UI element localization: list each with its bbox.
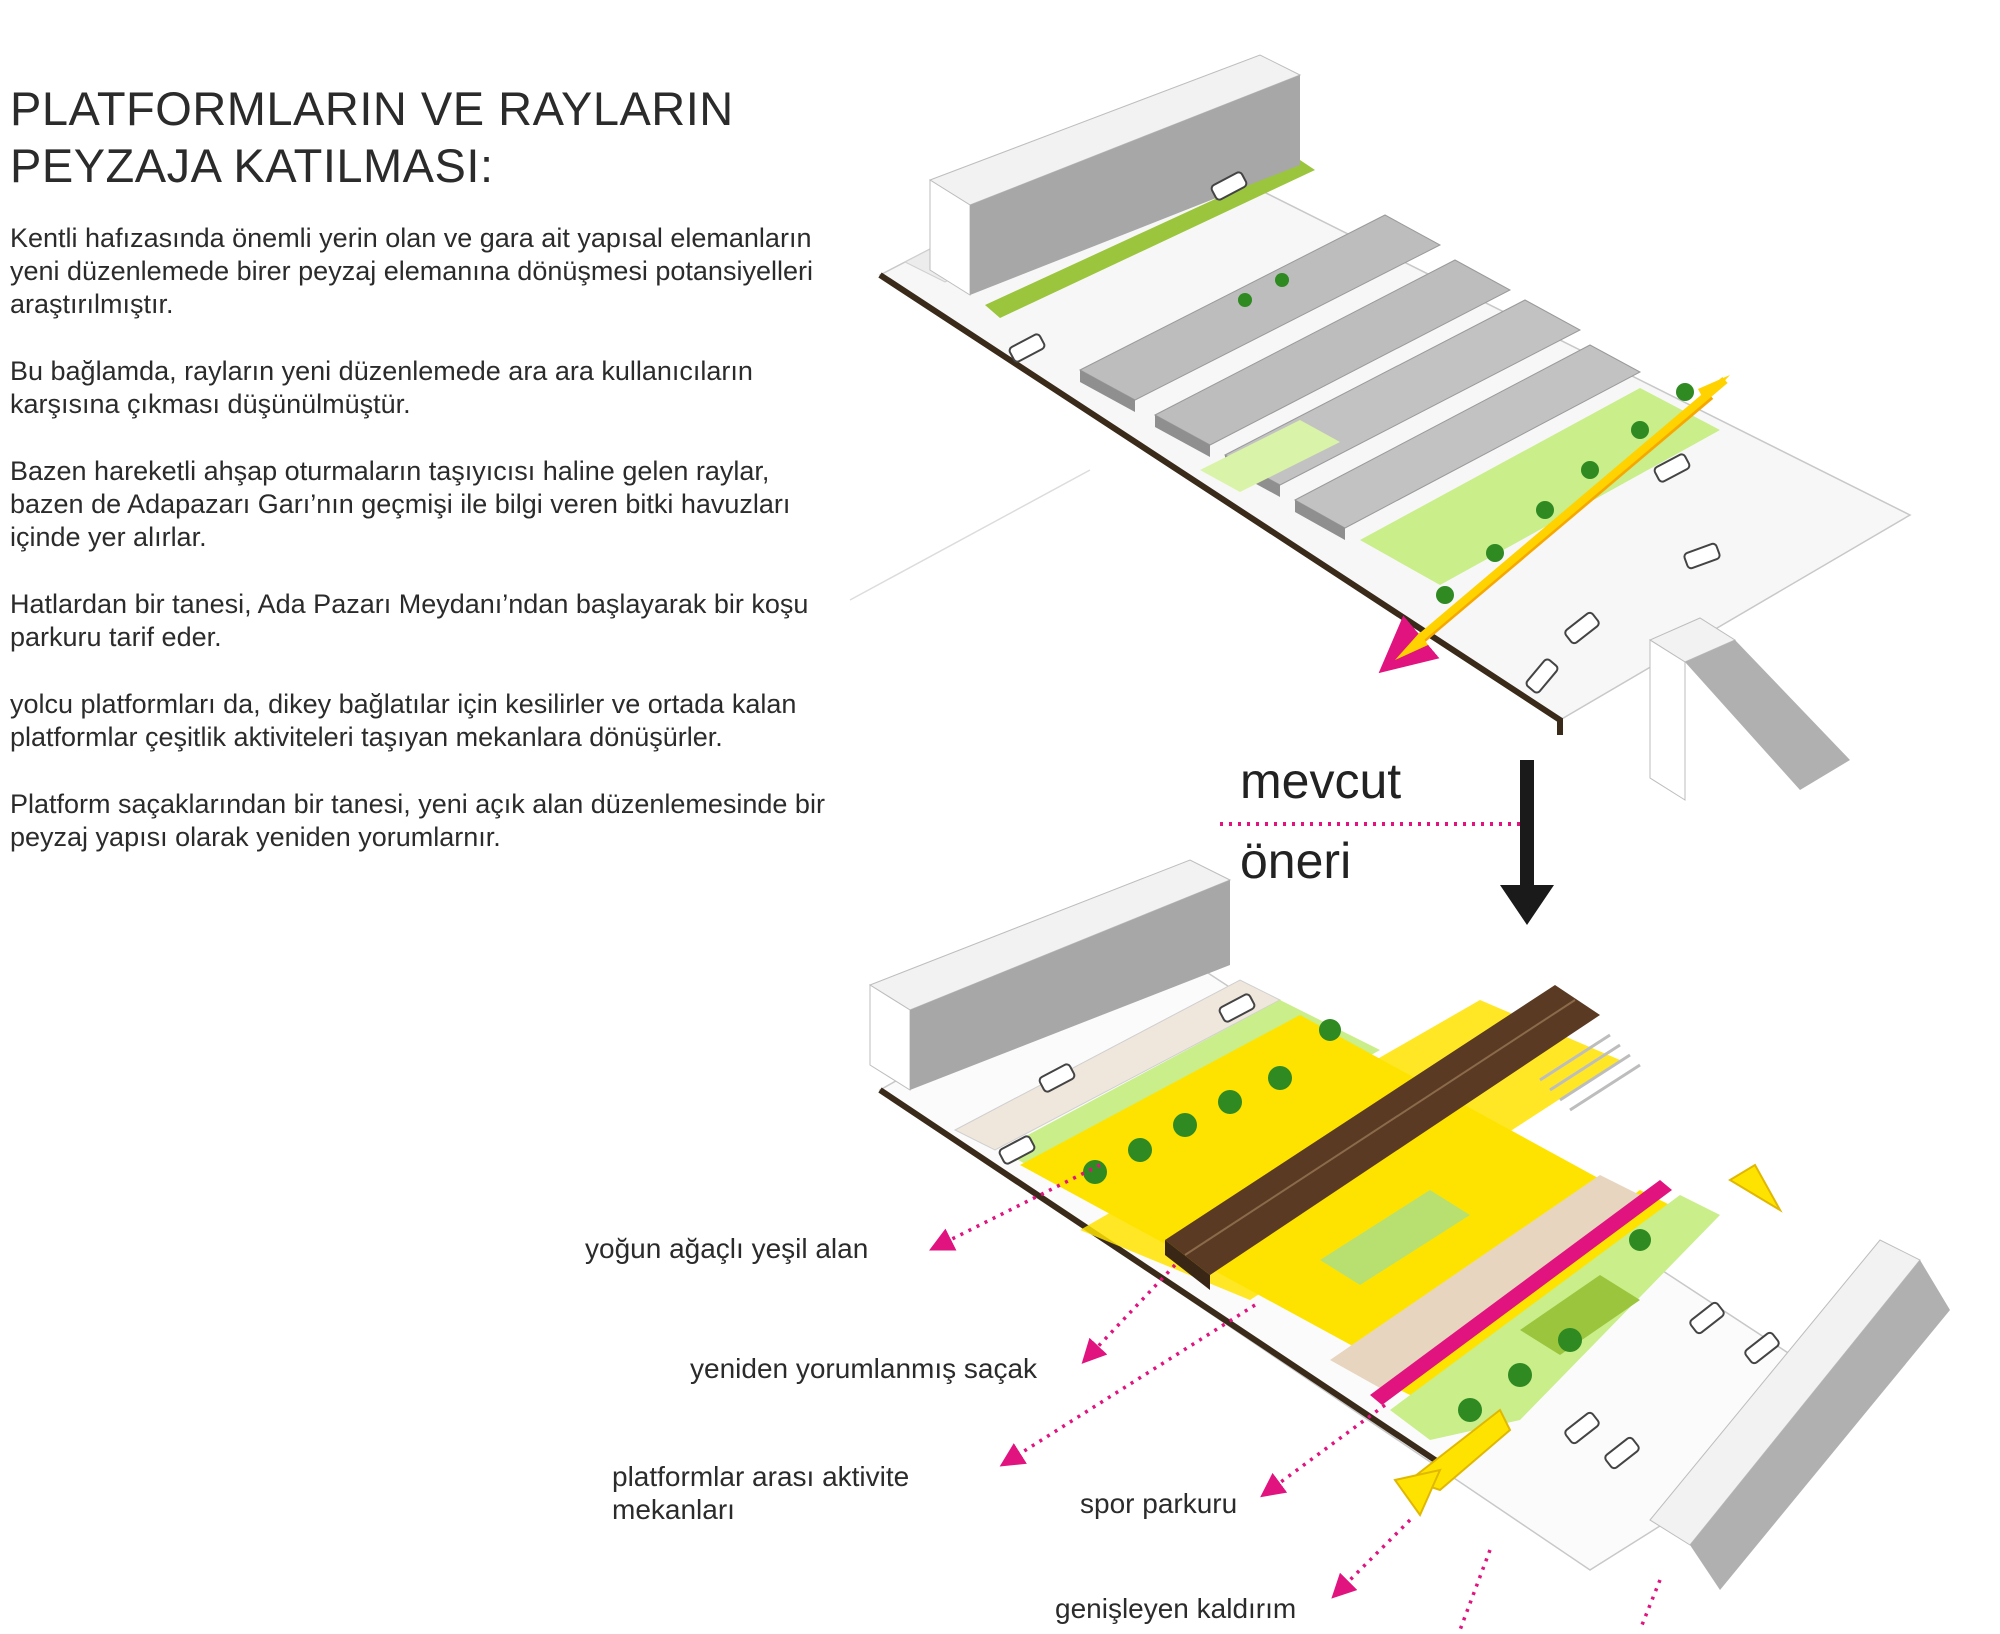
paragraph-6: Platform saçaklarından bir tanesi, yeni …	[10, 789, 825, 852]
proposed-timber-canopy	[1165, 985, 1600, 1290]
callout-leaders	[929, 1163, 1662, 1631]
leader-canopy	[1081, 1263, 1177, 1364]
leader-green-area	[929, 1163, 1101, 1251]
callout-sport-track: spor parkuru	[1080, 1488, 1238, 1519]
page-title-line-2: PEYZAJA KATILMASI:	[10, 139, 494, 192]
stage-label-existing: mevcut	[1240, 753, 1402, 809]
page-title-line-1: PLATFORMLARIN VE RAYLARIN	[10, 82, 734, 135]
leader-sidewalk-3	[1638, 1579, 1662, 1631]
stage-label-proposal: öneri	[1240, 833, 1352, 889]
proposed-buildings	[868, 859, 1950, 1590]
callout-sidewalk: genişleyen kaldırım	[1055, 1593, 1297, 1624]
paragraph-1: Kentli hafızasında önemli yerin olan ve …	[10, 223, 813, 319]
paragraph-3: Bazen hareketli ahşap oturmaların taşıyı…	[10, 456, 791, 552]
existing-trees	[1238, 273, 1694, 604]
leader-sidewalk	[1331, 1518, 1412, 1599]
callout-activity-line-1: platformlar arası aktivite	[612, 1461, 910, 1492]
direction-arrow-yellow	[1393, 1163, 1783, 1518]
existing-cars	[1008, 171, 1721, 694]
proposed-cars	[998, 993, 1780, 1470]
callout-activity-spaces: platformlar arası aktivite mekanları	[612, 1460, 909, 1526]
paragraph-2: Bu bağlamda, rayların yeni düzenlemede a…	[10, 356, 753, 419]
leader-sidewalk-2	[1458, 1549, 1492, 1631]
existing-buildings	[928, 54, 1850, 801]
leader-activity	[999, 1303, 1256, 1467]
page-title: PLATFORMLARIN VE RAYLARIN PEYZAJA KATILM…	[10, 80, 830, 194]
proposed-site-model	[868, 859, 1950, 1590]
callout-green-area: yoğun ağaçlı yeşil alan	[585, 1233, 869, 1264]
paragraph-5: yolcu platformları da, dikey bağlatılar …	[10, 689, 797, 752]
callout-canopy: yeniden yorumlanmış saçak	[690, 1353, 1038, 1384]
existing-site-model	[849, 54, 1912, 801]
transition-arrow	[1500, 760, 1554, 925]
description-text: Kentli hafızasında önemli yerin olan ve …	[10, 222, 830, 888]
crosswalk	[1539, 1033, 1641, 1112]
proposed-trees	[1083, 1019, 1651, 1422]
paragraph-4: Hatlardan bir tanesi, Ada Pazarı Meydanı…	[10, 589, 809, 652]
callout-activity-line-2: mekanları	[612, 1494, 735, 1525]
sport-track-strip	[1370, 1180, 1672, 1405]
leader-sport	[1260, 1403, 1387, 1498]
